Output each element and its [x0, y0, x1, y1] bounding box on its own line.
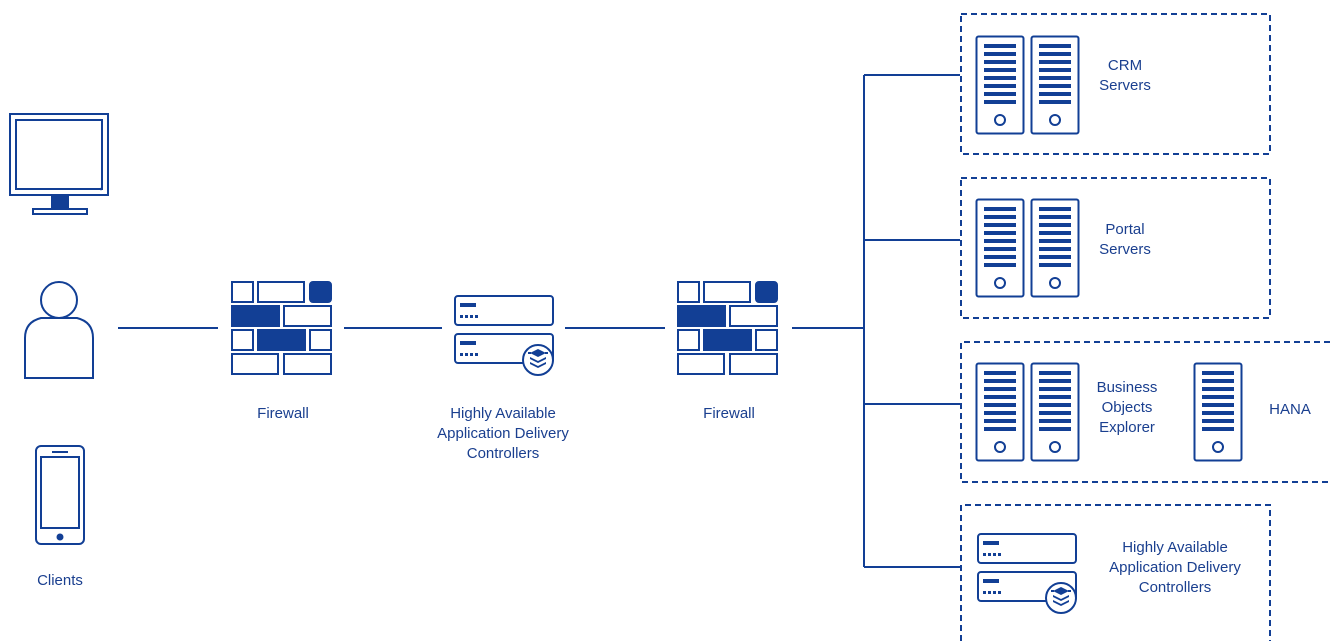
adc-group-label: Highly Available Application Delivery Co… [1109, 539, 1241, 596]
group-load-balancer-icon [977, 533, 1077, 614]
smartphone-icon [35, 445, 85, 545]
business-objects-hana-group [960, 341, 1330, 483]
monitor-icon [9, 113, 109, 215]
crm-server-2-icon [1030, 35, 1080, 135]
adc-group [960, 504, 1271, 641]
portal-server-1-icon [975, 198, 1025, 298]
portal-servers-label: Portal Servers [1099, 221, 1151, 258]
crm-server-1-icon [975, 35, 1025, 135]
adc-main-label: Highly Available Application Delivery Co… [437, 405, 569, 462]
business-objects-label: Business Objects Explorer [1096, 379, 1158, 436]
crm-servers-label: CRM Servers [1099, 57, 1151, 94]
crm-servers-group [960, 13, 1271, 155]
firewall-1-label: Firewall [257, 405, 309, 422]
hana-label: HANA [1269, 401, 1311, 418]
firewall-1-icon [231, 281, 332, 375]
portal-server-2-icon [1030, 198, 1080, 298]
hana-server-icon [1193, 362, 1243, 462]
user-icon [24, 281, 94, 379]
firewall-2-icon [677, 281, 778, 375]
portal-servers-group [960, 177, 1271, 319]
connection-lines [118, 74, 960, 568]
clients-label: Clients [37, 572, 83, 589]
bo-server-1-icon [975, 362, 1025, 462]
load-balancer-icon [454, 295, 554, 376]
firewall-2-label: Firewall [703, 405, 755, 422]
bo-server-2-icon [1030, 362, 1080, 462]
